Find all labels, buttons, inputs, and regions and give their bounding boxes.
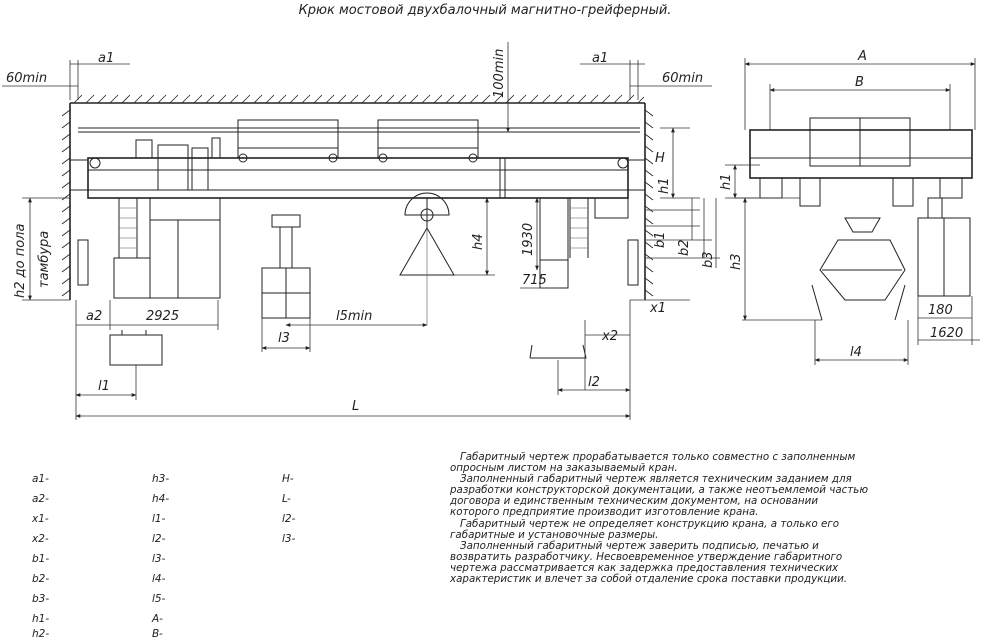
param-col1-8: h2- xyxy=(32,628,50,640)
param-col2-8: B- xyxy=(152,628,163,640)
param-col1-4: b1- xyxy=(32,553,50,565)
dim-A: A xyxy=(857,49,867,64)
notes-block: Габаритный чертеж прорабатывается только… xyxy=(450,451,870,586)
dim-b1: b1 xyxy=(653,231,668,248)
param-col2-5: l4- xyxy=(152,573,166,585)
dim-2925: 2925 xyxy=(146,309,179,324)
note-3: Габаритный чертеж не определяет конструк… xyxy=(450,517,840,541)
param-col3-2: l2- xyxy=(282,513,296,525)
param-col2-4: l3- xyxy=(152,553,166,565)
param-col2-7: A- xyxy=(152,613,163,625)
param-col2-2: l1- xyxy=(152,513,166,525)
dim-tambura: тамбура xyxy=(37,231,52,288)
param-col1-7: h1- xyxy=(32,613,50,625)
dim-x2: x2 xyxy=(601,329,618,344)
dim-l3: l3 xyxy=(278,331,290,346)
param-col3-3: l3- xyxy=(282,533,296,545)
dim-100min: 100min xyxy=(492,49,507,98)
drawing-title: Крюк мостовой двухбалочный магнитно-грей… xyxy=(299,3,672,18)
dim-60min-left: 60min xyxy=(6,71,47,86)
param-col2-1: h4- xyxy=(152,493,170,505)
param-col1-2: x1- xyxy=(32,513,49,525)
side-view xyxy=(725,58,980,365)
note-2: Заполненный габаритный чертеж является т… xyxy=(450,473,869,519)
dim-l2: l2 xyxy=(588,375,600,390)
dim-60min-right: 60min xyxy=(662,71,703,86)
param-col1-1: a2- xyxy=(32,493,49,505)
dim-l1: l1 xyxy=(98,379,110,394)
front-view xyxy=(2,42,720,420)
dim-L: L xyxy=(352,399,359,414)
param-col1-5: b2- xyxy=(32,573,50,585)
dim-b2: b2 xyxy=(677,239,692,256)
dim-H: H xyxy=(655,151,665,166)
dim-h1-main: h1 xyxy=(657,177,672,194)
param-col3-0: H- xyxy=(282,473,294,485)
ceiling-hatch xyxy=(73,94,645,104)
param-col1-0: a1- xyxy=(32,473,49,485)
dim-h3: h3 xyxy=(729,253,744,270)
param-col2-0: h3- xyxy=(152,473,170,485)
dim-a1-left: a1 xyxy=(98,51,114,66)
dim-x1: x1 xyxy=(649,301,666,316)
dim-h4: h4 xyxy=(471,233,486,250)
dim-715: 715 xyxy=(522,273,547,288)
dim-1930: 1930 xyxy=(521,223,536,256)
dim-180: 180 xyxy=(928,303,953,318)
dim-l4: l4 xyxy=(850,345,862,360)
note-4: Заполненный габаритный чертеж заверить п… xyxy=(450,539,848,586)
dim-l5min: l5min xyxy=(336,309,372,324)
dim-a2: a2 xyxy=(86,309,102,324)
param-col1-3: x2- xyxy=(32,533,49,545)
dim-1620: 1620 xyxy=(930,326,963,341)
param-col3-1: L- xyxy=(282,493,291,505)
note-1: Габаритный чертеж прорабатывается только… xyxy=(450,451,856,475)
dim-B: B xyxy=(855,75,864,90)
param-col2-3: l2- xyxy=(152,533,166,545)
param-col1-6: b3- xyxy=(32,593,50,605)
dim-h2: h2 до пола xyxy=(13,224,28,298)
dim-h1-side: h1 xyxy=(719,173,734,190)
dimension-labels: a1 60min a1 60min 100min H h1 h2 до пола… xyxy=(6,49,963,414)
dim-a1-right: a1 xyxy=(592,51,608,66)
param-col2-6: l5- xyxy=(152,593,166,605)
dim-b3: b3 xyxy=(701,251,716,268)
